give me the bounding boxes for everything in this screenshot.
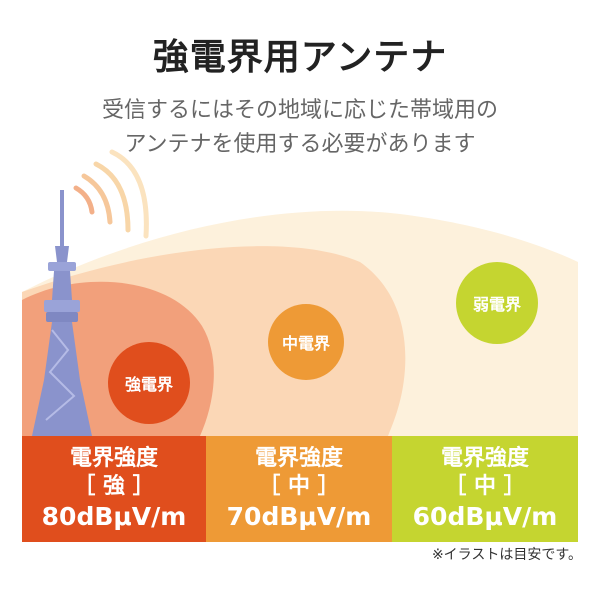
field-strength-band-strong: 電界強度 ［ 強 ］ 80dBμV/m xyxy=(22,436,206,542)
broadcast-tower-icon xyxy=(32,190,92,436)
band-value: 70dBμV/m xyxy=(226,502,372,531)
radio-waves-icon xyxy=(73,149,149,239)
subtitle: 受信するにはその地域に応じた帯域用の アンテナを使用する必要があります xyxy=(0,94,600,162)
page-title: 強電界用アンテナ xyxy=(152,37,448,78)
illustration-note: ※イラストは目安です。 xyxy=(431,547,582,563)
band-level: ［ 中 ］ xyxy=(258,474,340,499)
band-value: 80dBμV/m xyxy=(41,502,187,531)
medium-field-badge: 中電界 xyxy=(268,304,344,380)
band-level: ［ 中 ］ xyxy=(444,474,526,499)
band-heading: 電界強度 xyxy=(440,446,529,471)
field-strength-band-weak: 電界強度 ［ 中 ］ 60dBμV/m xyxy=(392,436,578,542)
band-heading: 電界強度 xyxy=(254,446,343,471)
subtitle-line-2: アンテナを使用する必要があります xyxy=(124,132,476,157)
band-level: ［ 強 ］ xyxy=(73,474,155,499)
field-strength-band-medium: 電界強度 ［ 中 ］ 70dBμV/m xyxy=(206,436,392,542)
strong-field-badge: 強電界 xyxy=(108,342,190,424)
band-heading: 電界強度 xyxy=(69,446,158,471)
weak-field-badge: 弱電界 xyxy=(456,262,538,344)
subtitle-line-1: 受信するにはその地域に応じた帯域用の xyxy=(101,98,498,123)
band-value: 60dBμV/m xyxy=(412,502,558,531)
